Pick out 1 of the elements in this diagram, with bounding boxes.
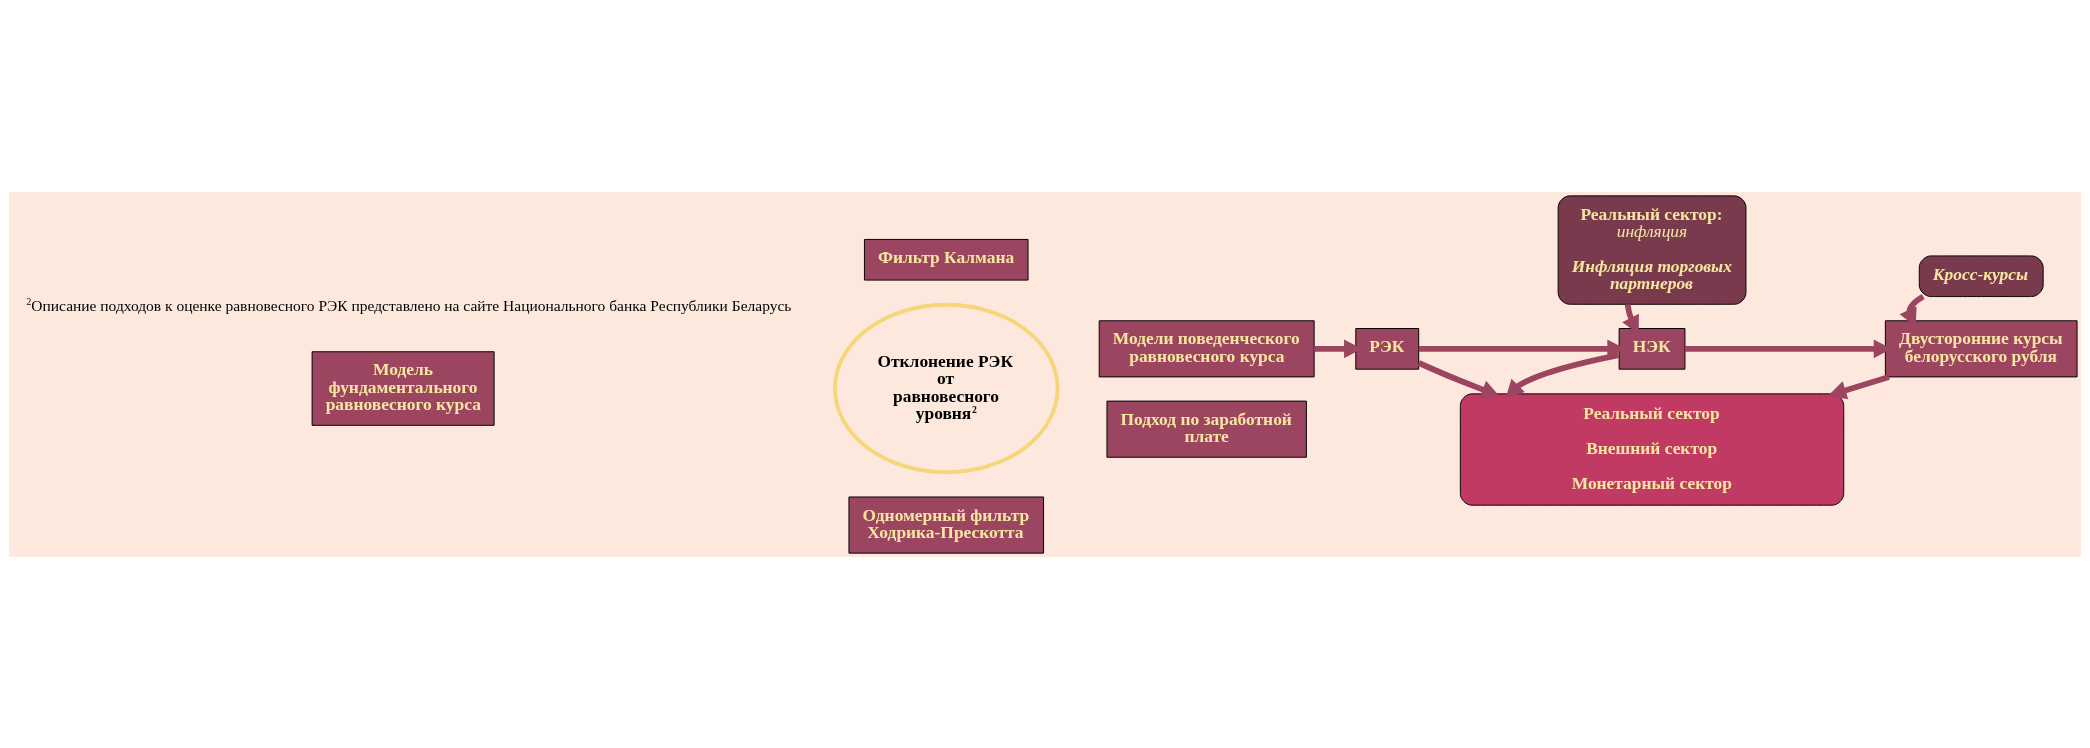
label: $^{2}$Описание подходов к оценке равновесного РЭК представлено на сайте Национального банка Республики Беларусь [26, 295, 792, 314]
